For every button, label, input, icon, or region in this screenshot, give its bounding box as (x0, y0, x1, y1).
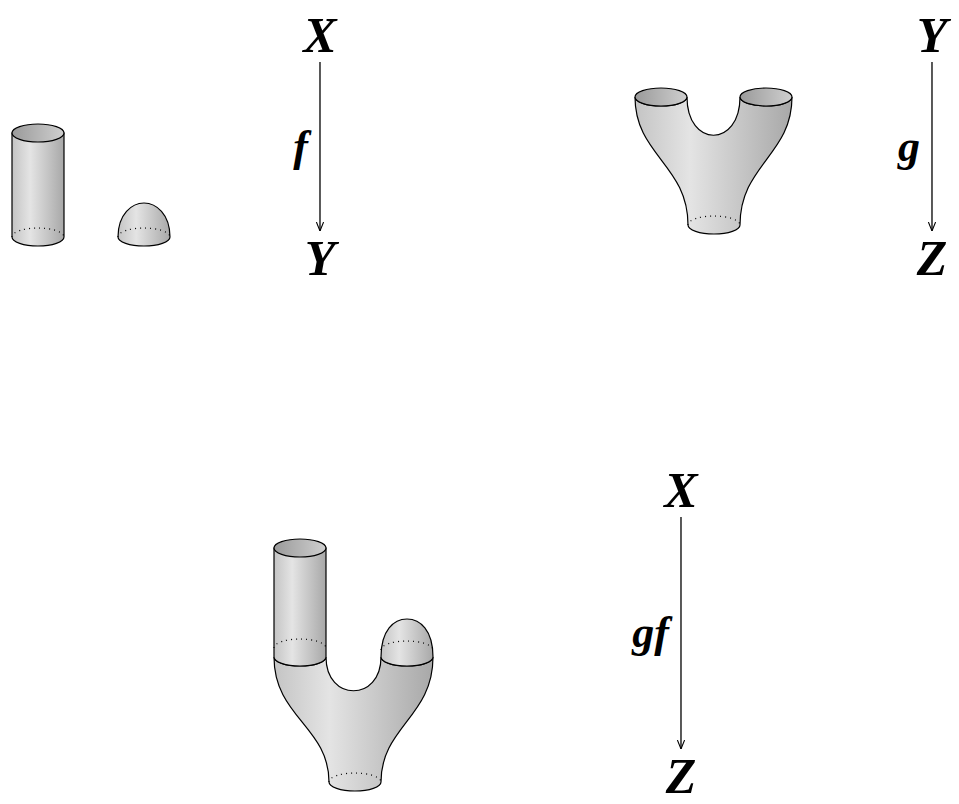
morphism-label: g (896, 125, 922, 169)
arrow (680, 517, 681, 749)
object-node: Y (913, 10, 952, 60)
object-label: Z (917, 233, 948, 283)
object-label: X (664, 465, 697, 515)
composite-cobordism (274, 539, 433, 791)
morphism-label: gf (630, 611, 671, 655)
object-node: Z (913, 233, 952, 283)
object-label: Z (666, 751, 697, 801)
pants (635, 88, 792, 234)
morphism-label: f (291, 125, 310, 169)
object-label: Y (305, 233, 336, 283)
object-label: Y (917, 10, 948, 60)
arrow (931, 62, 932, 231)
object-node: Y (301, 233, 340, 283)
object-node: X (660, 465, 701, 515)
cylinder (12, 124, 64, 246)
object-label: X (303, 10, 336, 60)
arrow (319, 62, 320, 231)
object-node: Z (662, 751, 701, 801)
cap (118, 203, 170, 246)
object-node: X (299, 10, 340, 60)
